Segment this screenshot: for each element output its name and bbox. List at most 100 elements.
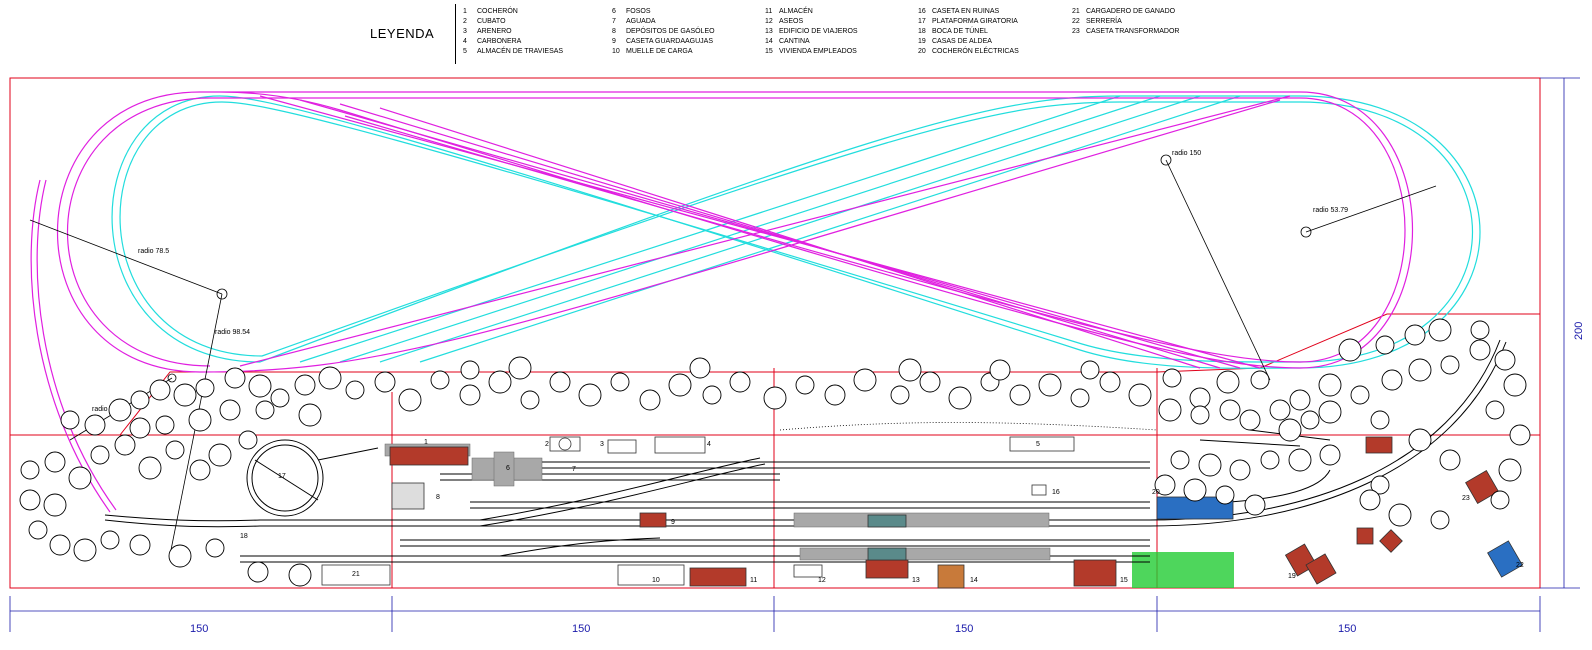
tree: [989, 359, 1011, 381]
tree: [398, 388, 422, 412]
tree: [49, 534, 71, 556]
tree: [890, 385, 910, 405]
legend-item-label: FOSOS: [626, 8, 651, 15]
building-red-hill: [1365, 436, 1393, 454]
tree: [1440, 355, 1460, 375]
tree: [248, 374, 272, 398]
tree: [19, 489, 41, 511]
legend-item-number: 12: [765, 18, 773, 25]
legend-item-number: 16: [918, 8, 926, 15]
tree: [578, 383, 602, 407]
tree: [1128, 383, 1152, 407]
dim-label-4: 150: [1338, 623, 1356, 635]
legend-item-number: 5: [463, 48, 467, 55]
building-8: [391, 482, 425, 510]
tree: [43, 493, 67, 517]
legend-item-number: 10: [612, 48, 620, 55]
tree: [1430, 510, 1450, 530]
tree: [549, 371, 571, 393]
legend-item-label: AGUADA: [626, 18, 656, 25]
tree: [1370, 410, 1390, 430]
tree: [1359, 489, 1381, 511]
building-23: [1465, 470, 1499, 504]
legend-item: 6 FOSOS: [612, 7, 715, 17]
tree: [689, 357, 711, 379]
tree: [1239, 409, 1261, 431]
tree: [1439, 449, 1461, 471]
tree: [1470, 320, 1490, 340]
tree: [460, 360, 480, 380]
num-6: 6: [506, 465, 510, 472]
tree: [114, 434, 136, 456]
trees: [19, 318, 1531, 587]
tree: [138, 456, 162, 480]
tree: [520, 390, 540, 410]
building-5: [1009, 436, 1075, 452]
num-10: 10: [652, 577, 660, 584]
legend-item-number: 23: [1072, 28, 1080, 35]
building-3: [607, 439, 637, 454]
building-12: [793, 564, 823, 578]
num-1: 1: [424, 439, 428, 446]
tree: [853, 368, 877, 392]
tree: [73, 538, 97, 562]
tree: [1289, 389, 1311, 411]
tree: [1338, 338, 1362, 362]
tunnel-outline: [779, 422, 1158, 431]
tree: [1375, 335, 1395, 355]
tree: [188, 408, 212, 432]
legend-item-label: BOCA DE TÚNEL: [932, 28, 988, 35]
building-11: [689, 567, 747, 587]
legend-item-number: 21: [1072, 8, 1080, 15]
legend-separator: [455, 4, 456, 64]
building-numbers: 1 2 3 4 5 6 7 8 9 10 11 12 13 14 15 16 1…: [240, 439, 1524, 584]
legend-item-number: 11: [765, 8, 773, 15]
legend-item-label: CASETA EN RUINAS: [932, 8, 1000, 15]
tree: [430, 370, 450, 390]
tree: [165, 440, 185, 460]
tree: [129, 534, 151, 556]
tree: [1300, 410, 1320, 430]
cyan-track: [111, 95, 1481, 369]
legend-item-label: VIVIENDA EMPLEADOS: [779, 48, 857, 55]
building-22: [1487, 540, 1523, 578]
legend-item-number: 2: [463, 18, 467, 25]
building-9: [639, 512, 667, 528]
tree: [668, 373, 692, 397]
tree: [1170, 450, 1190, 470]
building-21: [321, 564, 391, 586]
tree: [255, 400, 275, 420]
tree: [1080, 360, 1100, 380]
dimension-lines: [9, 77, 1580, 632]
tree: [68, 466, 92, 490]
num-20: 20: [1152, 489, 1160, 496]
tree: [1215, 485, 1235, 505]
building-4: [654, 436, 706, 454]
tree: [205, 538, 225, 558]
building-10: [617, 564, 685, 586]
tree: [1381, 369, 1403, 391]
tree: [610, 372, 630, 392]
legend-item-label: EDIFICIO DE VIAJEROS: [779, 28, 858, 35]
tree: [195, 378, 215, 398]
tree: [1162, 368, 1182, 388]
legend-item-number: 6: [612, 8, 616, 15]
num-11: 11: [750, 577, 757, 584]
legend-item-label: CASETA GUARDAAGUJAS: [626, 38, 714, 45]
tree: [1070, 388, 1090, 408]
tree: [1009, 384, 1031, 406]
tree: [1388, 503, 1412, 527]
building-19d: [1379, 529, 1403, 553]
building-1: [389, 446, 469, 466]
